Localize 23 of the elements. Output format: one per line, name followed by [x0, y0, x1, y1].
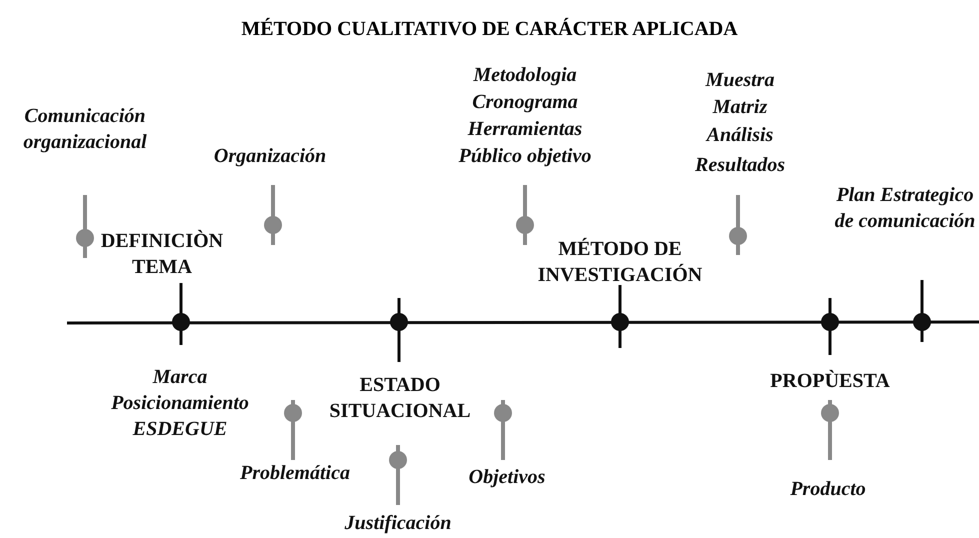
stage-heading: DEFINICIÒN TEMA — [100, 228, 224, 280]
topic-label: Cronograma — [471, 90, 579, 115]
topic-label: Justificación — [344, 511, 452, 536]
topic-label: Metodologia — [472, 63, 578, 88]
topic-label: Marca — [152, 365, 208, 390]
topic-label: Herramientas — [466, 117, 584, 142]
topic-label: ESDEGUE — [132, 417, 228, 442]
topic-label: Organización — [212, 144, 328, 169]
stage-heading: PROPÙESTA — [769, 368, 891, 394]
topic-label: Plan Estrategico de comunicación — [834, 183, 976, 234]
topic-label: Posicionamiento — [110, 391, 250, 416]
topic-label: Problemática — [239, 461, 351, 486]
stage-heading: MÉTODO DE INVESTIGACIÓN — [536, 236, 704, 288]
topic-label: Análisis — [704, 123, 774, 148]
diagram-title: MÉTODO CUALITATIVO DE CARÁCTER APLICADA — [240, 18, 739, 41]
topic-label: Objetivos — [468, 465, 546, 490]
topic-label: Producto — [789, 477, 867, 502]
topic-label: Público objetivo — [458, 144, 592, 169]
stage-heading: ESTADO SITUACIONAL — [328, 373, 472, 424]
topic-label: Muestra — [704, 68, 776, 93]
topic-label: Comunicación organizacional — [22, 104, 148, 155]
topic-label: Matriz — [712, 95, 768, 120]
topic-label: Resultados — [694, 153, 786, 178]
